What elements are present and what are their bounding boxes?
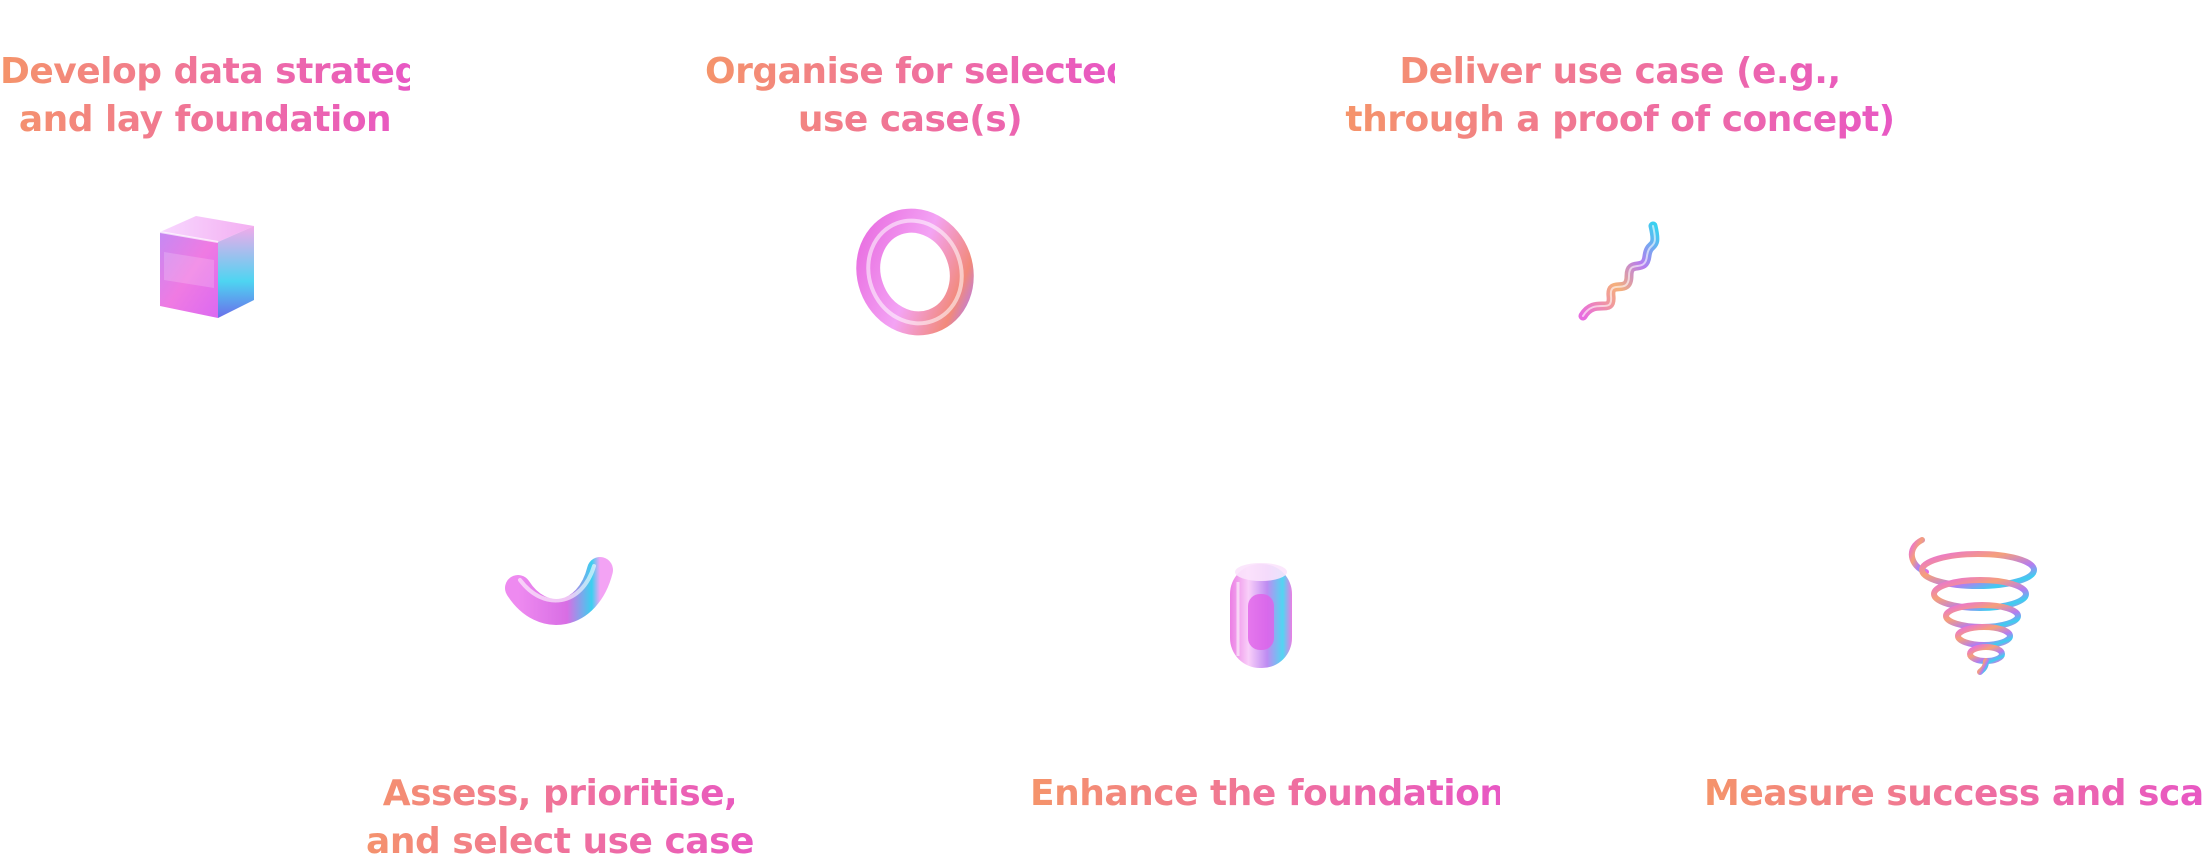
step-2-label: Assess, prioritise, and select use case [355, 770, 765, 866]
step-2-title-line-2: and select use case [366, 821, 754, 862]
step-5-title-line-1: Deliver use case (e.g., [1399, 51, 1841, 92]
step-4-label: Enhance the foundation [1030, 770, 1500, 818]
step-5-title-line-2: through a proof of concept) [1345, 99, 1895, 140]
step-3-title-line-1: Organise for selected [705, 51, 1132, 92]
spiral-icon [1886, 520, 2066, 680]
step-4-title-line-1: Enhance the foundation [1030, 773, 1505, 814]
step-3-label: Organise for selected use case(s) [705, 48, 1115, 144]
step-6-label: Measure success and scale [1704, 770, 2204, 818]
cube-icon [118, 192, 298, 352]
arc-icon [472, 540, 652, 700]
step-6-title-line-1: Measure success and scale [1704, 773, 2204, 814]
step-2-title-line-1: Assess, prioritise, [382, 773, 738, 814]
squiggle-icon [1525, 192, 1705, 352]
step-5-label: Deliver use case (e.g., through a proof … [1345, 48, 1895, 144]
step-1-title-line-2: and lay foundation [18, 99, 392, 140]
step-1-title-line-1: Develop data strategy [0, 51, 443, 92]
cylinder-icon [1172, 538, 1352, 698]
step-1-label: Develop data strategy and lay foundation [0, 48, 410, 144]
step-3-title-line-2: use case(s) [797, 99, 1023, 140]
torus-icon [825, 192, 1005, 352]
